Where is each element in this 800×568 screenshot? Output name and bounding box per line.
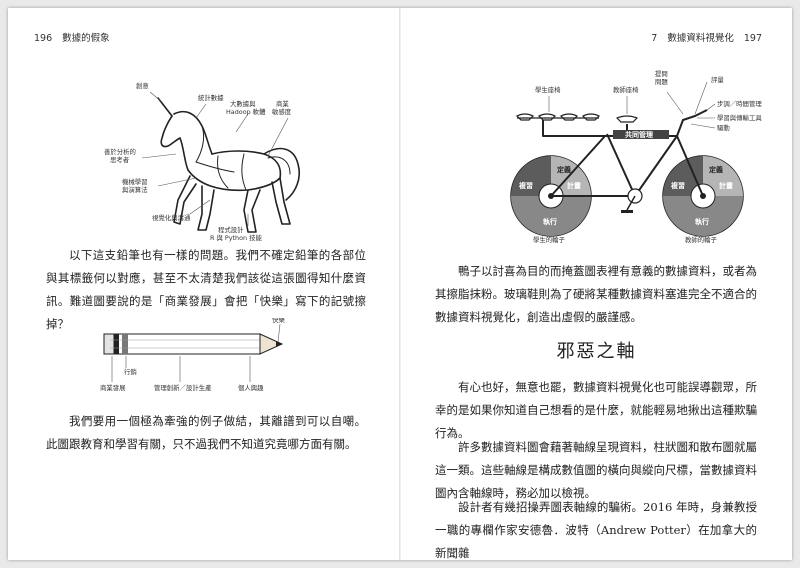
book-spread: 196 數據的假象 xyxy=(8,8,792,560)
label-drive: 驅動 xyxy=(717,123,730,132)
label-frame: 共同管理 xyxy=(625,130,653,139)
label-question-2: 問題 xyxy=(655,78,668,86)
right-paragraph-4: 設計者有幾招操弄圖表軸線的騙術。2016 年時，身兼教授一職的專欄作家安德魯．波… xyxy=(435,500,757,560)
label-student-seat: 學生座椅 xyxy=(535,85,561,94)
right-running-title: 數據資料視覺化 xyxy=(667,33,734,44)
label-business-development: 商業發展 xyxy=(100,383,126,392)
label-definition-student: 定義 xyxy=(557,165,571,174)
right-paragraph-3: 許多數據資料圖會藉著軸線呈現資料，柱狀圖和散布圖就屬這一類。這些軸線是構成數值圖… xyxy=(435,440,757,500)
label-ml-2: 與演算法 xyxy=(122,185,148,194)
label-review-student: 複習 xyxy=(518,181,533,190)
label-steps: 步調／時間管理 xyxy=(717,99,762,108)
label-teacher-wheel: 教師的輪子 xyxy=(685,235,718,243)
pencil-figure: 快樂 行銷 商業發展 管理創新／設計生產 個人興趣 xyxy=(100,318,285,392)
label-question-1: 提問 xyxy=(655,69,668,78)
label-business-1: 商業 xyxy=(276,99,289,108)
label-marketing: 行銷 xyxy=(124,367,137,376)
label-personal-interest: 個人興趣 xyxy=(238,383,264,392)
unicorn-drawing xyxy=(157,97,301,233)
label-business-2: 敏感度 xyxy=(272,107,292,116)
bicycle-figure: 提問 問題 評量 步調／時間管理 學習與傳輸工具 驅動 學生座椅 教師座椅 共同… xyxy=(510,69,762,243)
label-management: 管理創新／設計生產 xyxy=(154,383,212,392)
label-student-wheel: 學生的輪子 xyxy=(533,235,566,243)
left-paragraph-1: 以下這支鉛筆也有一樣的問題。我們不確定鉛筆的各部位與其標籤何以對應，甚至不太清楚… xyxy=(46,248,366,331)
label-plan-student: 計畫 xyxy=(567,181,581,190)
right-paragraph-2: 有心也好，無意也罷，數據資料視覺化也可能誤導觀眾，所幸的是如果你知道自己想看的是… xyxy=(435,380,757,440)
label-creativity: 創意 xyxy=(136,81,149,90)
label-bigdata-1: 大數據與 xyxy=(230,99,256,108)
label-ml-1: 機械學習 xyxy=(122,177,148,186)
right-page-header: 7 數據資料視覺化 197 xyxy=(641,30,762,44)
right-page: 7 數據資料視覺化 197 xyxy=(401,8,792,560)
label-tools: 學習與傳輸工具 xyxy=(717,113,762,122)
right-paragraph-1: 鴨子以討喜為目的而掩蓋圖表裡有意義的數據資料，或者為其擦脂抹粉。玻璃鞋則為了硬將… xyxy=(435,264,757,324)
label-execute-student: 執行 xyxy=(543,217,557,226)
label-teacher-seat: 教師座椅 xyxy=(613,85,639,94)
label-evaluation: 評量 xyxy=(711,75,724,84)
left-page: 196 數據的假象 xyxy=(8,8,399,560)
label-review-teacher: 複習 xyxy=(670,181,685,190)
label-visualization: 視覺化與溝通 xyxy=(152,213,191,222)
chapter-number: 7 xyxy=(651,33,658,44)
left-paragraph-2: 我們要用一個極為牽強的例子做結，其離譜到可以自嘲。此圖跟教育和學習有關，只不過我… xyxy=(46,414,366,451)
label-programming-2: R 與 Python 技能 xyxy=(210,233,262,242)
label-programming-1: 程式設計 xyxy=(218,225,244,234)
right-page-number: 197 xyxy=(743,33,762,44)
page-gutter xyxy=(399,8,401,560)
label-analytic-1: 善於分析的 xyxy=(104,147,136,156)
label-bigdata-2: Hadoop 軟體 xyxy=(226,107,266,116)
label-happiness: 快樂 xyxy=(272,318,285,324)
left-running-title: 數據的假象 xyxy=(62,33,110,44)
label-definition-teacher: 定義 xyxy=(709,165,723,174)
label-analytic-2: 思考者 xyxy=(110,156,130,164)
label-statistics: 統計數據 xyxy=(198,93,224,102)
section-title: 邪惡之軸 xyxy=(556,341,637,362)
left-page-number: 196 xyxy=(34,33,53,44)
unicorn-figure: 創意 統計數據 大數據與 Hadoop 軟體 商業 敏感度 善於分析的 思考者 … xyxy=(104,81,301,242)
label-plan-teacher: 計畫 xyxy=(719,181,733,190)
label-execute-teacher: 執行 xyxy=(695,217,709,226)
left-page-header: 196 數據的假象 xyxy=(34,30,120,44)
